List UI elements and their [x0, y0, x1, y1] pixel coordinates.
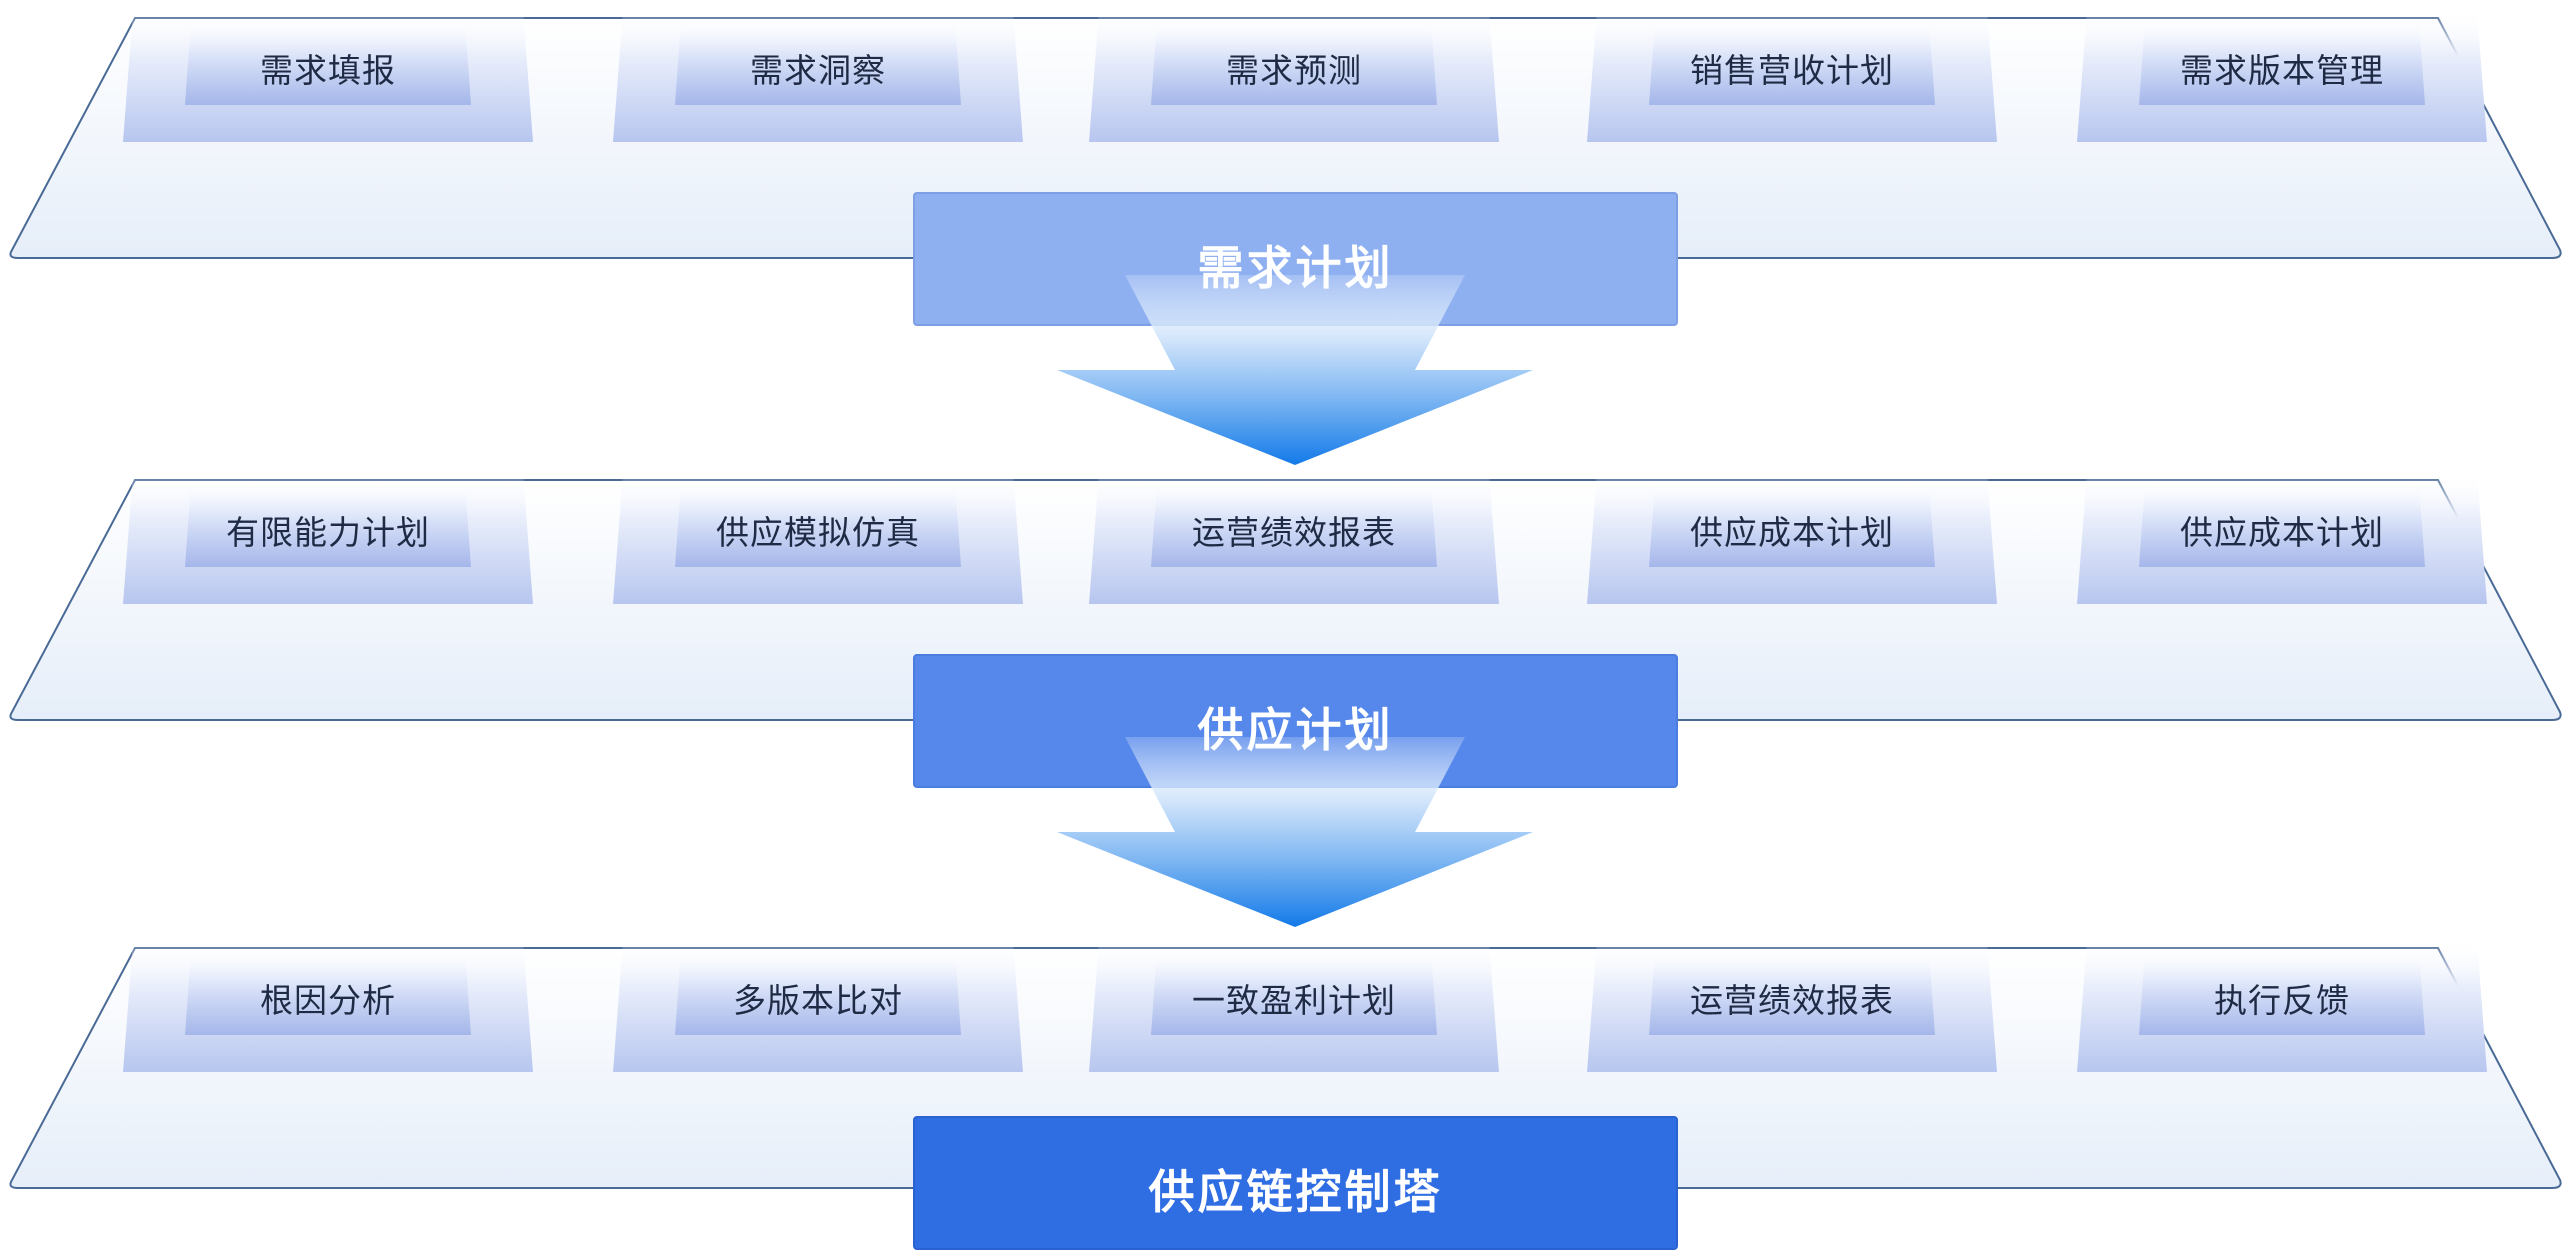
module-label: 销售营收计划 [1690, 51, 1894, 90]
tile-shape [1587, 10, 1997, 142]
module-label: 需求预测 [1226, 51, 1362, 90]
down-arrow [1057, 737, 1533, 927]
down-arrow [1057, 275, 1533, 465]
module-tile[interactable]: 需求洞察 [613, 10, 1023, 145]
tile-shape [613, 472, 1023, 604]
section-title: 供应链控制塔 [1148, 1165, 1443, 1219]
module-tile[interactable]: 根因分析 [123, 940, 533, 1075]
module-label: 供应模拟仿真 [716, 513, 920, 552]
module-tile[interactable]: 一致盈利计划 [1089, 940, 1499, 1075]
module-label: 执行反馈 [2214, 981, 2350, 1020]
layer-supply-planning: 有限能力计划 供应模拟仿真 运营绩效报表 供应成本计划 供应成本计划 供应计划 [0, 462, 2570, 802]
module-tile[interactable]: 供应成本计划 [1587, 472, 1997, 607]
tile-shape [1089, 472, 1499, 604]
module-label: 一致盈利计划 [1192, 981, 1396, 1020]
tile-shape [2077, 10, 2487, 142]
module-label: 运营绩效报表 [1690, 981, 1894, 1020]
tile-shape [123, 472, 533, 604]
module-tile[interactable]: 多版本比对 [613, 940, 1023, 1075]
layer-demand-planning: 需求填报 需求洞察 需求预测 销售营收计划 需求版本管理 需求计划 [0, 0, 2570, 330]
tile-shape [1089, 940, 1499, 1072]
module-tile[interactable]: 销售营收计划 [1587, 10, 1997, 145]
module-label: 供应成本计划 [1690, 513, 1894, 552]
module-label: 供应成本计划 [2180, 513, 2384, 552]
module-tile[interactable]: 需求版本管理 [2077, 10, 2487, 145]
module-tile[interactable]: 供应成本计划 [2077, 472, 2487, 607]
tile-shape [1089, 10, 1499, 142]
module-label: 需求洞察 [750, 51, 886, 90]
module-tile[interactable]: 运营绩效报表 [1587, 940, 1997, 1075]
module-label: 根因分析 [260, 981, 396, 1020]
section-title-box[interactable]: 需求计划 [913, 192, 1678, 326]
tile-shape [2077, 940, 2487, 1072]
tile-shape [1587, 472, 1997, 604]
module-tile[interactable]: 运营绩效报表 [1089, 472, 1499, 607]
layer-control-tower: 根因分析 多版本比对 一致盈利计划 运营绩效报表 执行反馈 供应链控制塔 [0, 930, 2570, 1250]
module-tile[interactable]: 需求预测 [1089, 10, 1499, 145]
module-label: 运营绩效报表 [1192, 513, 1396, 552]
module-label: 多版本比对 [733, 981, 903, 1020]
tile-shape [613, 10, 1023, 142]
tile-shape [2077, 472, 2487, 604]
module-label: 有限能力计划 [226, 513, 430, 552]
tile-shape [1587, 940, 1997, 1072]
tile-shape [123, 940, 533, 1072]
module-tile[interactable]: 执行反馈 [2077, 940, 2487, 1075]
module-tile[interactable]: 供应模拟仿真 [613, 472, 1023, 607]
module-tile[interactable]: 需求填报 [123, 10, 533, 145]
section-title-box[interactable]: 供应链控制塔 [913, 1116, 1678, 1250]
tile-shape [613, 940, 1023, 1072]
tile-shape [123, 10, 533, 142]
module-label: 需求填报 [260, 51, 396, 90]
module-tile[interactable]: 有限能力计划 [123, 472, 533, 607]
module-label: 需求版本管理 [2180, 51, 2384, 90]
